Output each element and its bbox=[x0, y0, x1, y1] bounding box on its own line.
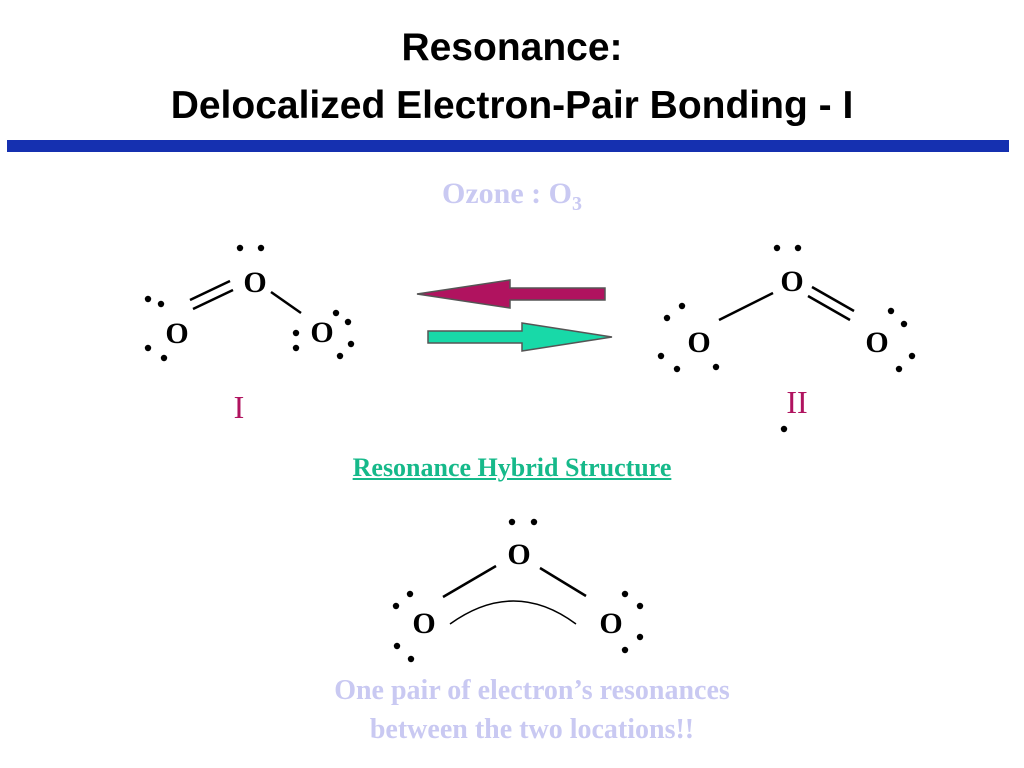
atom-right: O bbox=[599, 607, 622, 640]
structure-1: O O O I bbox=[144, 244, 355, 425]
double-bond-line-1 bbox=[189, 279, 231, 302]
lone-pairs bbox=[657, 244, 916, 433]
atom-top: O bbox=[780, 265, 803, 298]
structure-2-label: II bbox=[786, 384, 807, 420]
structure-1-label: I bbox=[234, 389, 245, 425]
atom-top: O bbox=[243, 266, 266, 299]
subtitle-text: Ozone : O bbox=[442, 177, 572, 210]
single-bond-line-2 bbox=[192, 288, 234, 311]
atom-left: O bbox=[687, 326, 710, 359]
structure-2: O O O II bbox=[657, 244, 916, 433]
subtitle-subscript: 3 bbox=[571, 193, 582, 215]
atom-right: O bbox=[310, 316, 333, 349]
atom-left: O bbox=[165, 317, 188, 350]
atom-top: O bbox=[507, 538, 530, 571]
subtitle: Ozone : O3 bbox=[0, 177, 1024, 216]
atom-left: O bbox=[412, 607, 435, 640]
delocalized-bond-arc bbox=[449, 600, 577, 625]
hybrid-structure: O O O bbox=[392, 518, 644, 663]
forward-arrow bbox=[427, 322, 613, 352]
lone-pairs bbox=[144, 244, 355, 362]
backward-arrow bbox=[416, 279, 606, 309]
single-bond bbox=[718, 291, 774, 322]
hybrid-structure-label: Resonance Hybrid Structure bbox=[352, 453, 672, 482]
double-bond-line-2 bbox=[807, 294, 851, 322]
note-line-2: between the two locations!! bbox=[369, 714, 695, 745]
atom-right: O bbox=[865, 326, 888, 359]
slide-title-line-1: Resonance: bbox=[401, 26, 623, 69]
title-divider bbox=[7, 140, 1009, 152]
note-line-1: One pair of electron’s resonances bbox=[334, 675, 730, 706]
double-bond-line-1 bbox=[811, 285, 855, 313]
lone-pairs bbox=[392, 518, 644, 663]
slide-title-line-2: Delocalized Electron-Pair Bonding - I bbox=[170, 84, 854, 127]
bond-left bbox=[442, 564, 497, 599]
resonance-arrows bbox=[416, 279, 613, 352]
bond-right bbox=[539, 566, 587, 598]
single-bond bbox=[270, 290, 302, 315]
